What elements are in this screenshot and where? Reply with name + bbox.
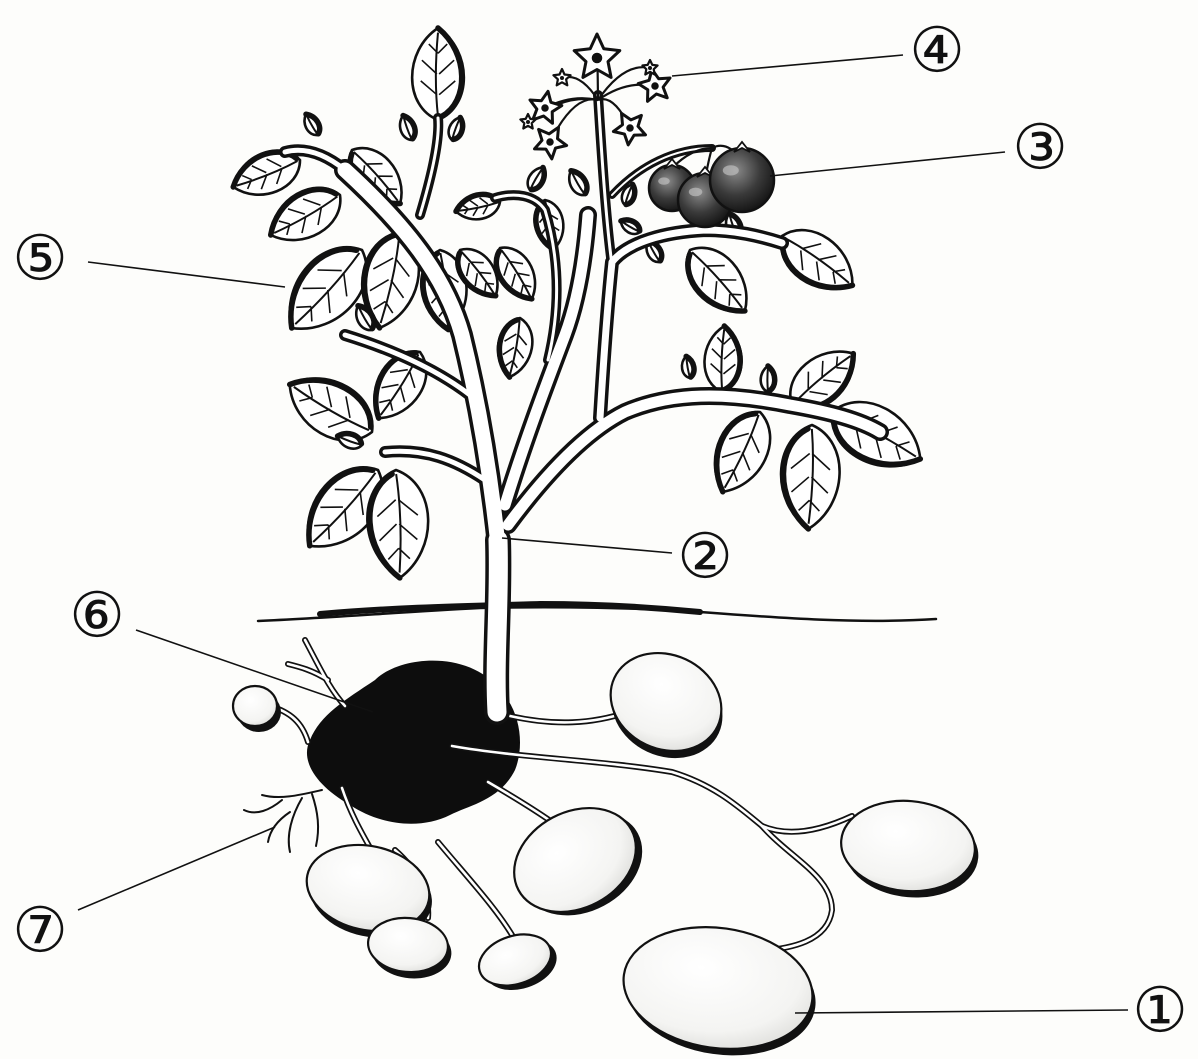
flower	[574, 34, 620, 77]
flower-center	[560, 76, 564, 80]
leaf	[396, 113, 419, 142]
flower	[535, 127, 567, 159]
flower-center	[526, 120, 530, 124]
leaf	[761, 366, 776, 392]
leader-line-5	[88, 262, 285, 287]
label-7: ⑦	[12, 894, 68, 967]
label-5: ⑤	[12, 222, 68, 295]
root	[244, 800, 282, 812]
root	[289, 798, 302, 852]
stolon	[488, 782, 552, 822]
flower	[642, 60, 657, 75]
stolon	[745, 826, 832, 952]
leaf	[700, 402, 782, 503]
potato-tuber	[837, 795, 983, 903]
leaf	[300, 111, 324, 139]
label-4: ④	[909, 14, 965, 87]
flower-center	[546, 138, 553, 145]
potato-tuber	[233, 686, 281, 732]
leaf	[768, 216, 866, 305]
flower-center	[626, 124, 633, 131]
leaf-blade	[673, 235, 762, 327]
leaf	[524, 164, 550, 194]
roots	[244, 790, 322, 852]
soil-line	[258, 604, 936, 621]
leaf	[276, 361, 385, 455]
potato-tuber	[365, 915, 454, 982]
leaf	[412, 28, 464, 120]
leaf	[673, 235, 762, 327]
tubers	[233, 635, 983, 1059]
fruit-highlight	[723, 165, 739, 175]
fruit-body	[710, 148, 774, 212]
tuber-body	[496, 788, 654, 933]
root	[268, 812, 290, 842]
flower-center	[651, 82, 658, 89]
fruit-highlight	[658, 177, 670, 184]
potato-tuber	[592, 635, 741, 775]
leaf	[680, 355, 696, 379]
main-stem	[496, 540, 498, 712]
leaf	[703, 325, 742, 392]
leader-line-3	[770, 152, 1005, 176]
fruit	[710, 142, 774, 212]
potato-tuber	[496, 786, 660, 938]
leaf	[564, 167, 592, 199]
leaf	[493, 315, 537, 380]
tuber-body	[594, 635, 737, 768]
potato-tuber	[615, 915, 825, 1059]
label-6: ⑥	[69, 579, 125, 652]
flowers	[520, 34, 670, 159]
flower	[613, 113, 645, 145]
leader-line-2	[502, 538, 672, 553]
label-2: ②	[677, 520, 733, 593]
leader-line-4	[672, 55, 903, 76]
potato-tuber	[472, 925, 563, 1000]
tuber-body	[472, 926, 557, 995]
label-3: ③	[1012, 111, 1068, 184]
leaf	[446, 115, 467, 142]
flower-center	[541, 104, 548, 111]
flower-center	[592, 53, 603, 64]
leaf-midrib	[767, 367, 768, 391]
leader-line-7	[78, 827, 275, 910]
root	[312, 794, 318, 846]
flower-center	[648, 66, 652, 70]
leaf	[618, 216, 643, 238]
fruit-highlight	[689, 188, 703, 197]
tuber-body	[233, 686, 277, 726]
leaf-blade	[768, 216, 866, 305]
flower	[553, 69, 570, 85]
leaf	[779, 424, 841, 530]
label-1: ①	[1132, 974, 1188, 1047]
leader-line-1	[795, 1010, 1128, 1013]
